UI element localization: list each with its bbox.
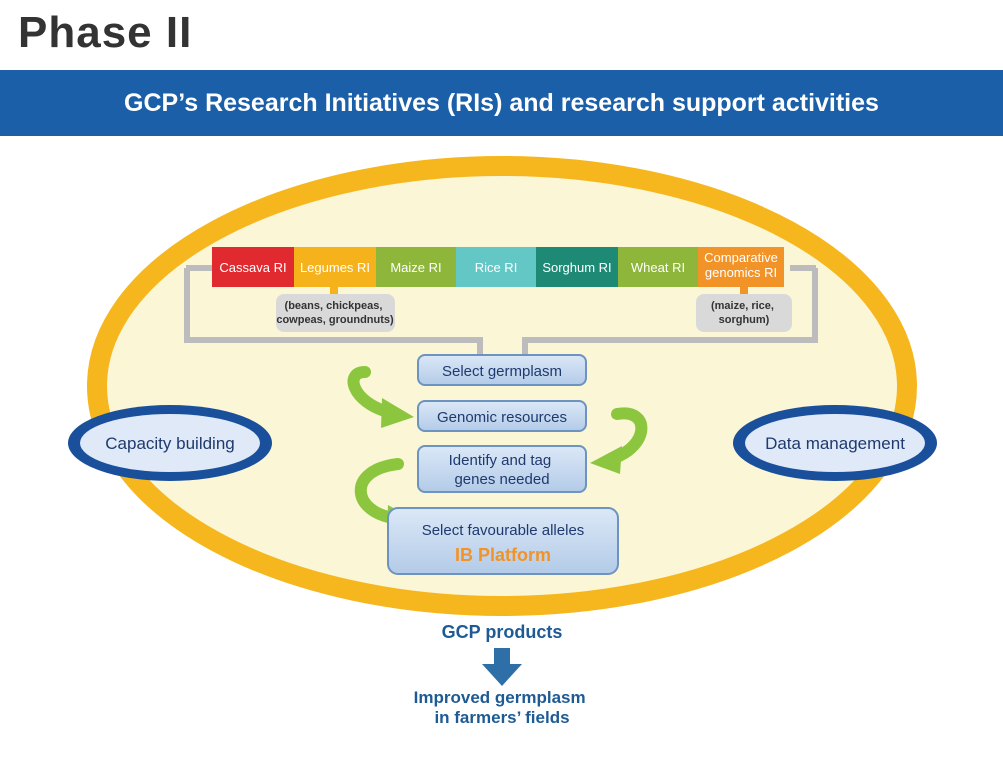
ri-item: Cassava RI <box>212 247 294 287</box>
page-title: Phase II <box>18 8 193 57</box>
note-comparative-line1: (maize, rice, <box>711 300 774 312</box>
ri-label-line: Sorghum RI <box>542 260 611 275</box>
ri-strip: Cassava RI Legumes RI Maize RI Rice RI Sorgh… <box>212 247 784 287</box>
ri-label: Legumes RI <box>300 260 370 275</box>
data-management-oval: Data management <box>733 405 937 481</box>
improved-germplasm-line2: in farmers’ fields <box>434 708 569 727</box>
banner: GCP’s Research Initiatives (RIs) and res… <box>0 70 1003 136</box>
gcp-products-label: GCP products <box>442 622 563 642</box>
green-arrow-icon <box>590 407 648 474</box>
step-select-alleles: Select favourable alleles IB Platform <box>387 507 619 575</box>
ri-item: Sorghum RI <box>536 247 618 287</box>
ri-swatch <box>212 247 294 287</box>
svg-text:(beans, chickpeas, cowpe: (beans, chickpeas, cowpeas, groundnuts) <box>276 300 394 326</box>
step-genomic-resources-label: Genomic resources <box>437 409 567 426</box>
step-identify-tag: Identify and tag genes needed <box>417 445 587 493</box>
note-comparative: (maize, rice, sorghum) <box>696 287 792 332</box>
ri-swatch <box>456 247 536 287</box>
ri-label-line: Comparative <box>704 250 778 265</box>
ri-label-line: Cassava RI <box>219 260 286 275</box>
down-arrow-icon <box>482 648 522 686</box>
ri-label: Sorghum RI <box>542 260 611 275</box>
ri-item: Maize RI <box>376 247 456 287</box>
green-arrow-icon <box>347 366 414 428</box>
svg-text:Identify and tag genes n: Identify and tag genes needed <box>449 452 556 488</box>
ri-swatch <box>618 247 698 287</box>
ri-swatch <box>536 247 618 287</box>
banner-title: GCP’s Research Initiatives (RIs) and res… <box>124 88 879 117</box>
ri-swatch <box>294 247 376 287</box>
ri-label-line: Rice RI <box>475 260 518 275</box>
step-select-alleles-label: Select favourable alleles <box>422 522 585 539</box>
ri-label-line: Legumes RI <box>300 260 370 275</box>
capacity-building-label: Capacity building <box>105 434 234 453</box>
ri-label-line: Maize RI <box>390 260 441 275</box>
flow-arrows <box>347 366 648 533</box>
ri-label: Cassava RI <box>219 260 286 275</box>
data-management-label: Data management <box>765 434 905 453</box>
connector-lines <box>184 265 818 360</box>
note-legumes-line1: (beans, chickpeas, <box>285 300 383 312</box>
ri-label-line: Wheat RI <box>631 260 685 275</box>
ri-label: Rice RI <box>475 260 518 275</box>
ri-label: Maize RI <box>390 260 441 275</box>
note-comparative-line2: sorghum) <box>719 314 770 326</box>
ri-item: Wheat RI <box>618 247 698 287</box>
improved-germplasm-line1: Improved germplasm <box>414 688 586 707</box>
step-select-germplasm: Select germplasm <box>417 354 587 386</box>
step-select-germplasm-label: Select germplasm <box>442 363 562 380</box>
ri-label: Wheat RI <box>631 260 685 275</box>
step-identify-tag-line2: genes needed <box>454 471 549 488</box>
ib-platform-label: IB Platform <box>455 545 551 565</box>
ri-swatch <box>376 247 456 287</box>
step-genomic-resources: Genomic resources <box>417 400 587 432</box>
note-legumes-line2: cowpeas, groundnuts) <box>276 314 394 326</box>
note-legumes: (beans, chickpeas, cowpeas, groundnuts) <box>276 287 395 332</box>
ri-swatch <box>698 247 784 287</box>
ri-item: Legumes RI <box>294 247 376 287</box>
capacity-building-oval: Capacity building <box>68 405 272 481</box>
svg-text:(maize, rice, sorghum): (maize, rice, sorghum) <box>711 300 777 326</box>
step-identify-tag-line1: Identify and tag <box>449 452 552 469</box>
ri-label-line: genomics RI <box>705 265 777 280</box>
ri-item: Rice RI <box>456 247 536 287</box>
svg-text:Improved germplasm in farm: Improved germplasm in farmers’ fields <box>414 688 591 727</box>
